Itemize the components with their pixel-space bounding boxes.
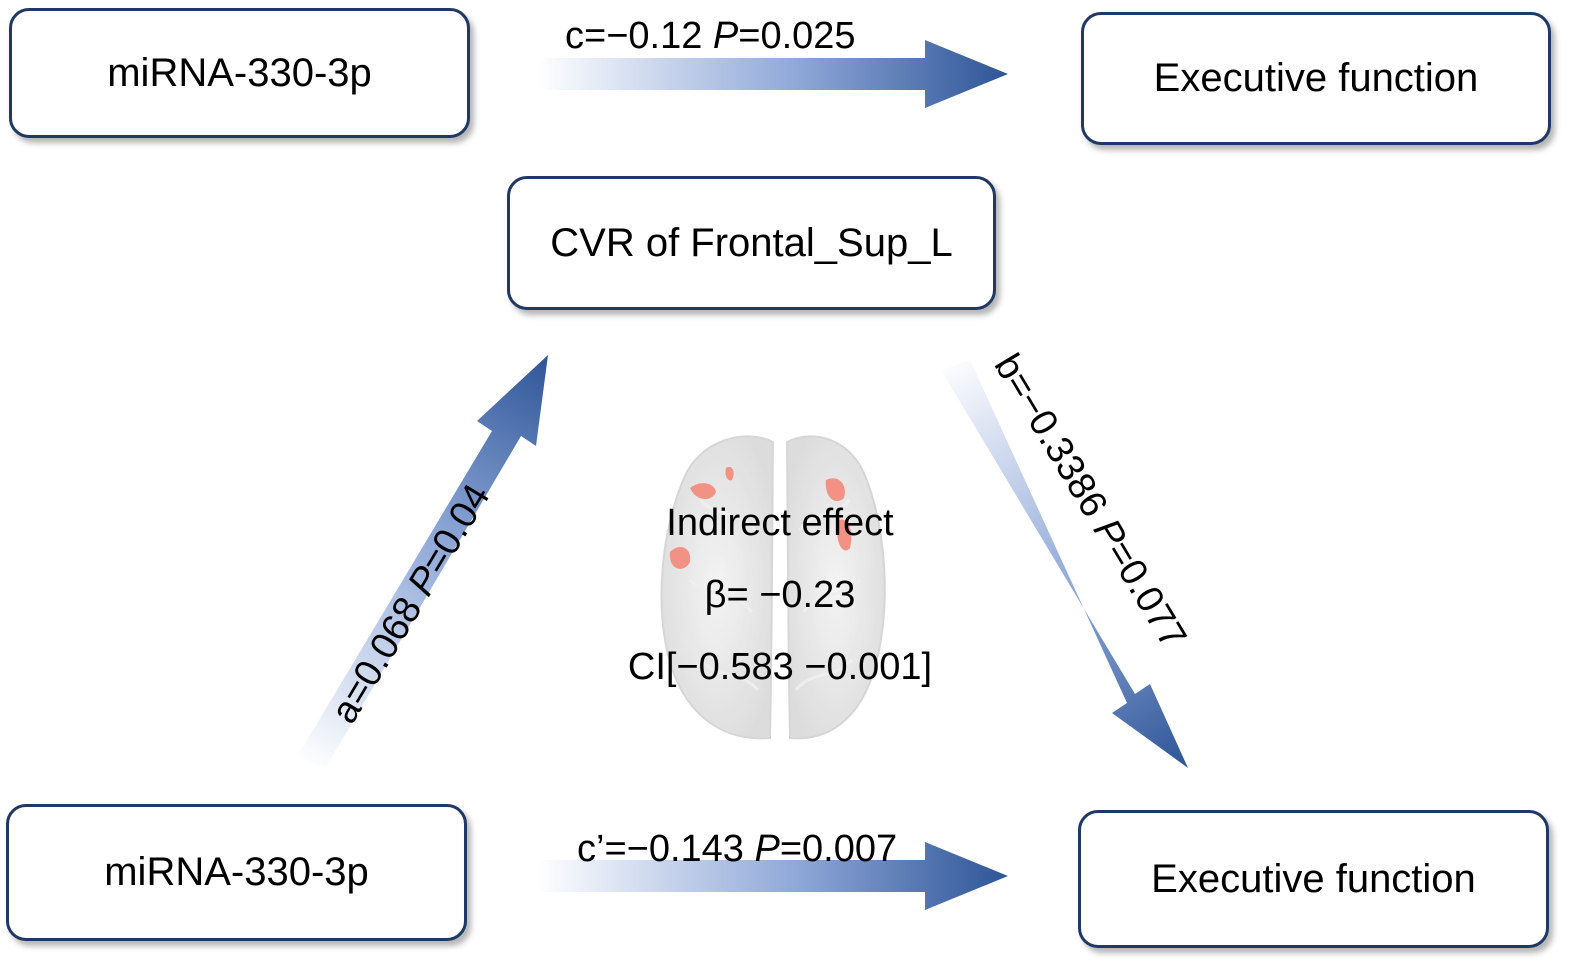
exposure-node-bottom-label: miRNA-330-3p (104, 850, 369, 894)
right-hemisphere (785, 435, 886, 740)
total-effect-label: c=−0.12 P=0.025 (565, 17, 856, 55)
brain-axial-slice-icon (660, 435, 886, 740)
direct-effect-coef: c’=−0.143 (577, 828, 755, 870)
mediator-node: CVR of Frontal_Sup_L (507, 176, 996, 310)
indirect-effect-title: Indirect effect (666, 502, 894, 544)
activation-clusters (669, 466, 852, 569)
total-effect-p-value: =0.025 (738, 15, 856, 57)
total-effect-p-symbol: P (712, 15, 739, 57)
direct-effect-p-value: =0.007 (779, 828, 898, 870)
sulci-lines (688, 498, 862, 692)
indirect-effect-ci: CI[−0.583 −0.001] (627, 646, 933, 688)
total-effect-arrow (537, 40, 1008, 108)
direct-effect-p-symbol: P (754, 828, 780, 870)
outcome-node-top-label: Executive function (1153, 56, 1479, 100)
path-a-arrow (297, 355, 548, 767)
outcome-node-bottom: Executive function (1078, 810, 1549, 948)
exposure-node-bottom: miRNA-330-3p (6, 804, 467, 941)
indirect-effect-beta: β= −0.23 (704, 574, 856, 616)
direct-effect-arrow (537, 842, 1008, 910)
total-effect-coef: c=−0.12 (565, 15, 713, 57)
outcome-node-top: Executive function (1081, 12, 1551, 145)
outcome-node-bottom-label: Executive function (1151, 856, 1476, 901)
mediator-node-label: CVR of Frontal_Sup_L (550, 220, 953, 265)
exposure-node-top: miRNA-330-3p (9, 8, 470, 138)
exposure-node-top-label: miRNA-330-3p (107, 50, 372, 95)
direct-effect-label: c’=−0.143 P=0.007 (577, 830, 897, 868)
left-hemisphere (660, 435, 775, 740)
path-b-arrow (941, 360, 1188, 768)
